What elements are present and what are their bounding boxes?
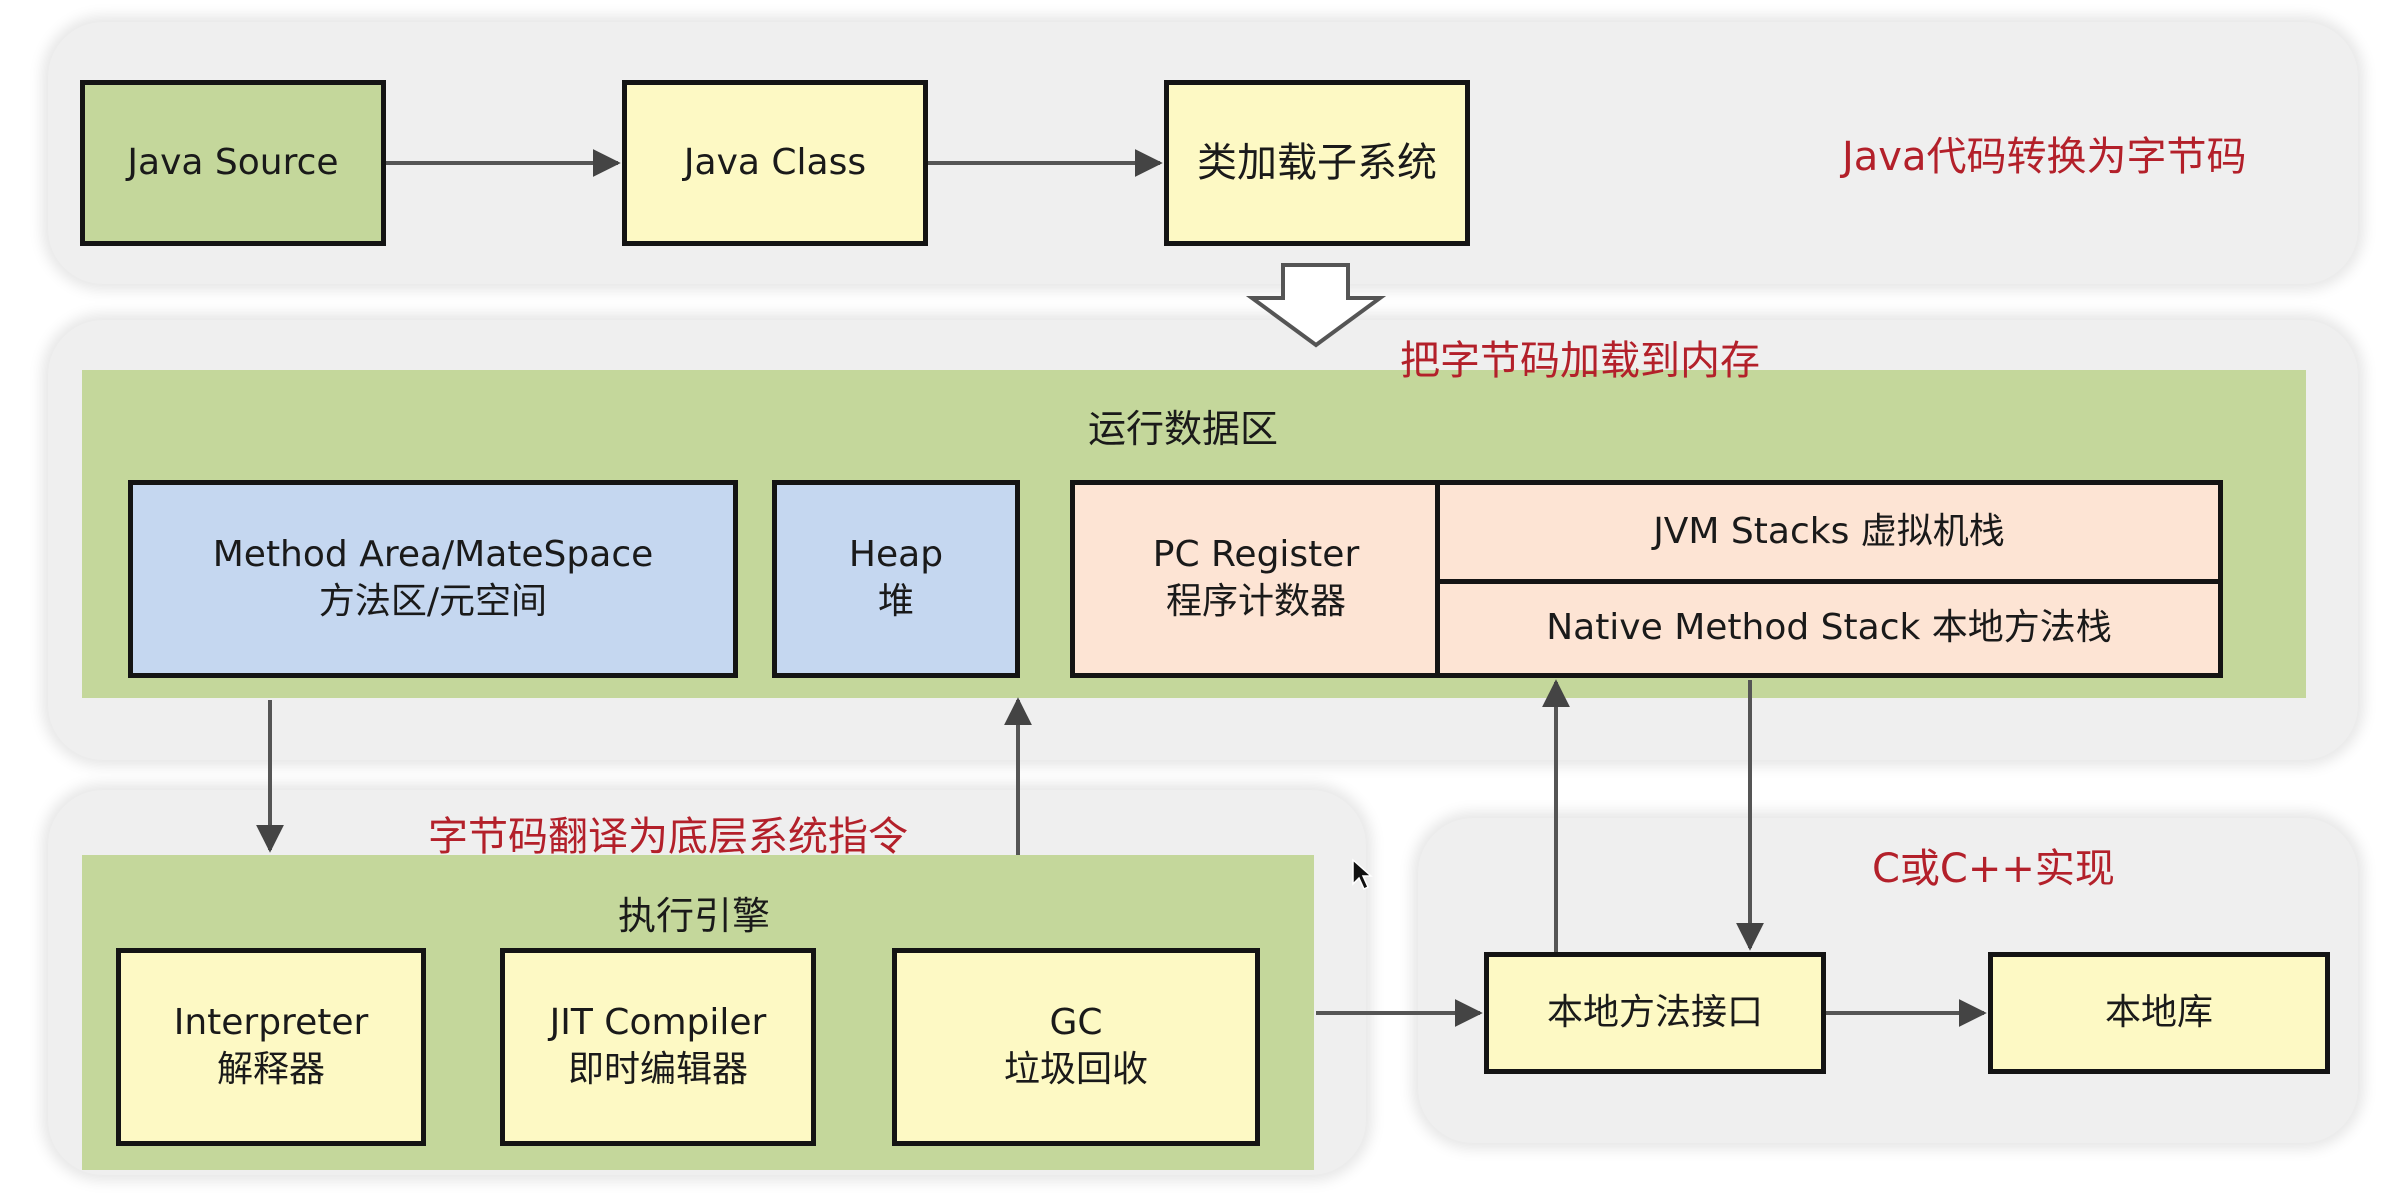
mouse-cursor-icon bbox=[1352, 858, 1373, 891]
class-loader-box: 类加载子系统 bbox=[1164, 80, 1470, 246]
interpreter-label-cn: 解释器 bbox=[216, 1049, 325, 1090]
gc-box: GC 垃圾回收 bbox=[892, 948, 1260, 1146]
heap-box: Heap 堆 bbox=[772, 480, 1020, 678]
bytecode-conversion-note: Java代码转换为字节码 bbox=[1842, 134, 2247, 180]
java-source-box: Java Source bbox=[80, 80, 386, 246]
gc-label-cn: 垃圾回收 bbox=[1003, 1049, 1148, 1090]
method-area-box: Method Area/MateSpace 方法区/元空间 bbox=[128, 480, 738, 678]
native-interface-label: 本地方法接口 bbox=[1546, 991, 1763, 1033]
interpreter-label-en: Interpreter bbox=[173, 1002, 369, 1044]
jit-compiler-box: JIT Compiler 即时编辑器 bbox=[500, 948, 816, 1146]
native-interface-box: 本地方法接口 bbox=[1484, 952, 1826, 1074]
jit-compiler-label-cn: 即时编辑器 bbox=[567, 1049, 748, 1090]
heap-label-en: Heap bbox=[848, 534, 944, 576]
native-library-label: 本地库 bbox=[2104, 991, 2213, 1033]
class-loader-label: 类加载子系统 bbox=[1197, 140, 1437, 186]
pc-register-box: PC Register 程序计数器 bbox=[1070, 480, 1442, 678]
java-source-label: Java Source bbox=[127, 141, 339, 183]
heap-label-cn: 堆 bbox=[877, 581, 914, 622]
gc-label-en: GC bbox=[1049, 1002, 1103, 1044]
load-down-hollow-arrow bbox=[1245, 263, 1387, 348]
native-method-stack-label: Native Method Stack 本地方法栈 bbox=[1546, 607, 2112, 649]
pc-register-label-cn: 程序计数器 bbox=[1165, 581, 1346, 622]
pc-register-label-en: PC Register bbox=[1152, 534, 1360, 576]
method-area-label-en: Method Area/MateSpace bbox=[212, 534, 654, 576]
java-class-box: Java Class bbox=[622, 80, 928, 246]
jit-compiler-label-en: JIT Compiler bbox=[549, 1002, 767, 1044]
java-class-label: Java Class bbox=[683, 141, 867, 183]
bytecode-translation-note: 字节码翻译为底层系统指令 bbox=[428, 814, 908, 860]
interpreter-box: Interpreter 解释器 bbox=[116, 948, 426, 1146]
c-cpp-note: C或C++实现 bbox=[1872, 846, 2115, 892]
load-to-memory-note: 把字节码加载到内存 bbox=[1400, 338, 1760, 384]
execution-engine-title: 执行引擎 bbox=[618, 894, 771, 938]
native-method-stack-box: Native Method Stack 本地方法栈 bbox=[1435, 579, 2223, 678]
jvm-stacks-label: JVM Stacks 虚拟机栈 bbox=[1653, 510, 2005, 552]
native-library-box: 本地库 bbox=[1988, 952, 2330, 1074]
runtime-data-area-title: 运行数据区 bbox=[1088, 407, 1279, 451]
method-area-label-cn: 方法区/元空间 bbox=[318, 581, 548, 622]
